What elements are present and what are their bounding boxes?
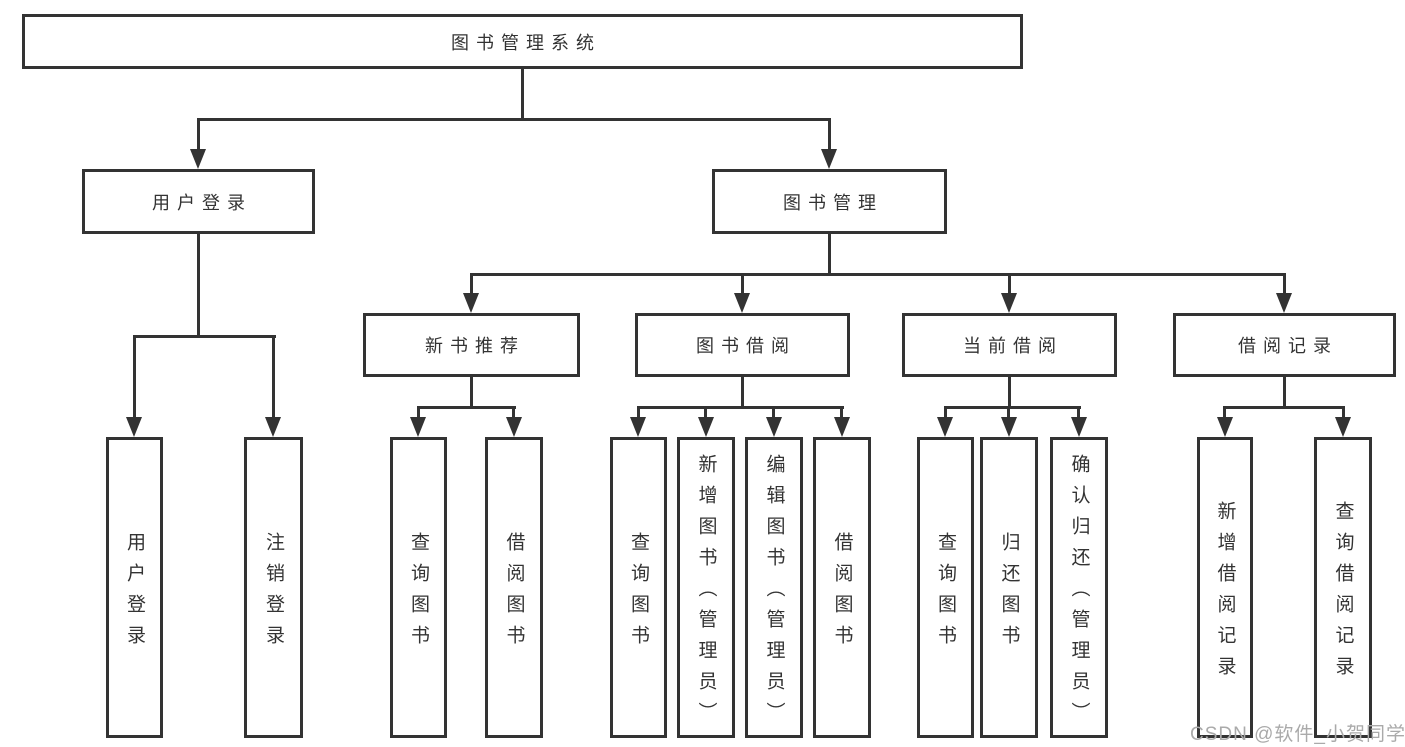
arrowhead-icon bbox=[630, 417, 646, 437]
leaf-query-borrow-record: 查询借阅记录 bbox=[1314, 437, 1372, 738]
connector-arrow-stem bbox=[272, 335, 275, 417]
leaf-user-login-label: 用户登录 bbox=[124, 531, 145, 656]
connector-arrow-stem bbox=[512, 406, 515, 419]
leaf-borrow-book-recommend: 借阅图书 bbox=[485, 437, 543, 738]
node-current-borrow-label: 当前借阅 bbox=[963, 336, 1063, 356]
node-current-borrow: 当前借阅 bbox=[902, 313, 1117, 377]
arrowhead-icon bbox=[410, 417, 426, 437]
arrowhead-icon bbox=[1335, 417, 1351, 437]
connector-bookmgmt-stem bbox=[828, 234, 831, 273]
connector-arrow-stem bbox=[197, 118, 200, 151]
node-book-management-label: 图书管理 bbox=[783, 192, 883, 213]
node-borrow-record-label: 借阅记录 bbox=[1238, 336, 1338, 356]
arrowhead-icon bbox=[1001, 293, 1017, 313]
leaf-logout-label: 注销登录 bbox=[263, 531, 284, 656]
leaf-query-book-recommend-label: 查询图书 bbox=[408, 531, 429, 656]
connector-userlogin-stem bbox=[197, 234, 200, 335]
connector-level1-rail bbox=[197, 118, 831, 121]
arrowhead-icon bbox=[937, 417, 953, 437]
connector-sub-rail bbox=[944, 406, 1081, 409]
node-root: 图书管理系统 bbox=[22, 14, 1023, 69]
arrowhead-icon bbox=[1217, 417, 1233, 437]
connector-arrow-stem bbox=[1342, 406, 1345, 419]
watermark: CSDN @软件_小贺同学 bbox=[1190, 724, 1405, 745]
connector-arrow-stem bbox=[1007, 406, 1010, 419]
arrowhead-icon bbox=[126, 417, 142, 437]
arrowhead-icon bbox=[1001, 417, 1017, 437]
connector-sub-stem bbox=[470, 377, 473, 406]
connector-userlogin-rail bbox=[133, 335, 276, 338]
connector-arrow-stem bbox=[1077, 406, 1080, 419]
leaf-edit-book-admin: 编辑图书（管理员） bbox=[745, 437, 803, 738]
leaf-query-book-borrow-label: 查询图书 bbox=[628, 531, 649, 656]
arrowhead-icon bbox=[821, 149, 837, 169]
leaf-query-book-current: 查询图书 bbox=[917, 437, 974, 738]
node-root-label: 图书管理系统 bbox=[451, 32, 601, 53]
connector-level3-rail bbox=[470, 273, 1286, 276]
leaf-confirm-return-admin-label: 确认归还（管理员） bbox=[1068, 454, 1090, 733]
connector-arrow-stem bbox=[741, 273, 744, 293]
leaf-logout: 注销登录 bbox=[244, 437, 303, 738]
arrowhead-icon bbox=[834, 417, 850, 437]
arrowhead-icon bbox=[190, 149, 206, 169]
leaf-confirm-return-admin: 确认归还（管理员） bbox=[1050, 437, 1108, 738]
leaf-edit-book-admin-label: 编辑图书（管理员） bbox=[763, 454, 785, 733]
connector-arrow-stem bbox=[840, 406, 843, 419]
connector-arrow-stem bbox=[704, 406, 707, 419]
node-new-book-recommend-label: 新书推荐 bbox=[425, 336, 525, 356]
arrowhead-icon bbox=[265, 417, 281, 437]
leaf-add-book-admin: 新增图书（管理员） bbox=[677, 437, 735, 738]
arrowhead-icon bbox=[463, 293, 479, 313]
connector-root-stem bbox=[521, 69, 524, 118]
arrowhead-icon bbox=[698, 417, 714, 437]
connector-sub-rail bbox=[637, 406, 844, 409]
connector-sub-stem bbox=[741, 377, 744, 406]
arrowhead-icon bbox=[1276, 293, 1292, 313]
leaf-borrow-book: 借阅图书 bbox=[813, 437, 871, 738]
connector-arrow-stem bbox=[772, 406, 775, 419]
leaf-add-borrow-record: 新增借阅记录 bbox=[1197, 437, 1253, 738]
node-new-book-recommend: 新书推荐 bbox=[363, 313, 580, 377]
connector-arrow-stem bbox=[1283, 273, 1286, 293]
connector-sub-stem bbox=[1283, 377, 1286, 406]
leaf-return-book-label: 归还图书 bbox=[998, 531, 1020, 656]
node-book-borrow-label: 图书借阅 bbox=[696, 336, 796, 356]
connector-arrow-stem bbox=[133, 335, 136, 417]
connector-arrow-stem bbox=[470, 273, 473, 293]
connector-sub-stem bbox=[1008, 377, 1011, 406]
arrowhead-icon bbox=[766, 417, 782, 437]
node-user-login-label: 用户登录 bbox=[152, 192, 252, 213]
leaf-user-login: 用户登录 bbox=[106, 437, 163, 738]
connector-arrow-stem bbox=[828, 118, 831, 151]
connector-sub-rail bbox=[1223, 406, 1345, 409]
arrowhead-icon bbox=[506, 417, 522, 437]
leaf-borrow-book-label: 借阅图书 bbox=[831, 531, 853, 656]
leaf-query-book-current-label: 查询图书 bbox=[935, 531, 956, 656]
node-borrow-record: 借阅记录 bbox=[1173, 313, 1396, 377]
node-user-login: 用户登录 bbox=[82, 169, 315, 234]
leaf-borrow-book-recommend-label: 借阅图书 bbox=[503, 531, 525, 656]
connector-sub-rail bbox=[417, 406, 516, 409]
leaf-add-book-admin-label: 新增图书（管理员） bbox=[695, 454, 717, 733]
connector-arrow-stem bbox=[1008, 273, 1011, 293]
connector-arrow-stem bbox=[417, 406, 420, 419]
arrowhead-icon bbox=[734, 293, 750, 313]
arrowhead-icon bbox=[1071, 417, 1087, 437]
leaf-add-borrow-record-label: 新增借阅记录 bbox=[1214, 500, 1236, 687]
leaf-return-book: 归还图书 bbox=[980, 437, 1038, 738]
leaf-query-book-recommend: 查询图书 bbox=[390, 437, 447, 738]
connector-arrow-stem bbox=[944, 406, 947, 419]
node-book-borrow: 图书借阅 bbox=[635, 313, 850, 377]
connector-arrow-stem bbox=[1223, 406, 1226, 419]
leaf-query-book-borrow: 查询图书 bbox=[610, 437, 667, 738]
node-book-management: 图书管理 bbox=[712, 169, 947, 234]
connector-arrow-stem bbox=[637, 406, 640, 419]
leaf-query-borrow-record-label: 查询借阅记录 bbox=[1332, 500, 1354, 687]
